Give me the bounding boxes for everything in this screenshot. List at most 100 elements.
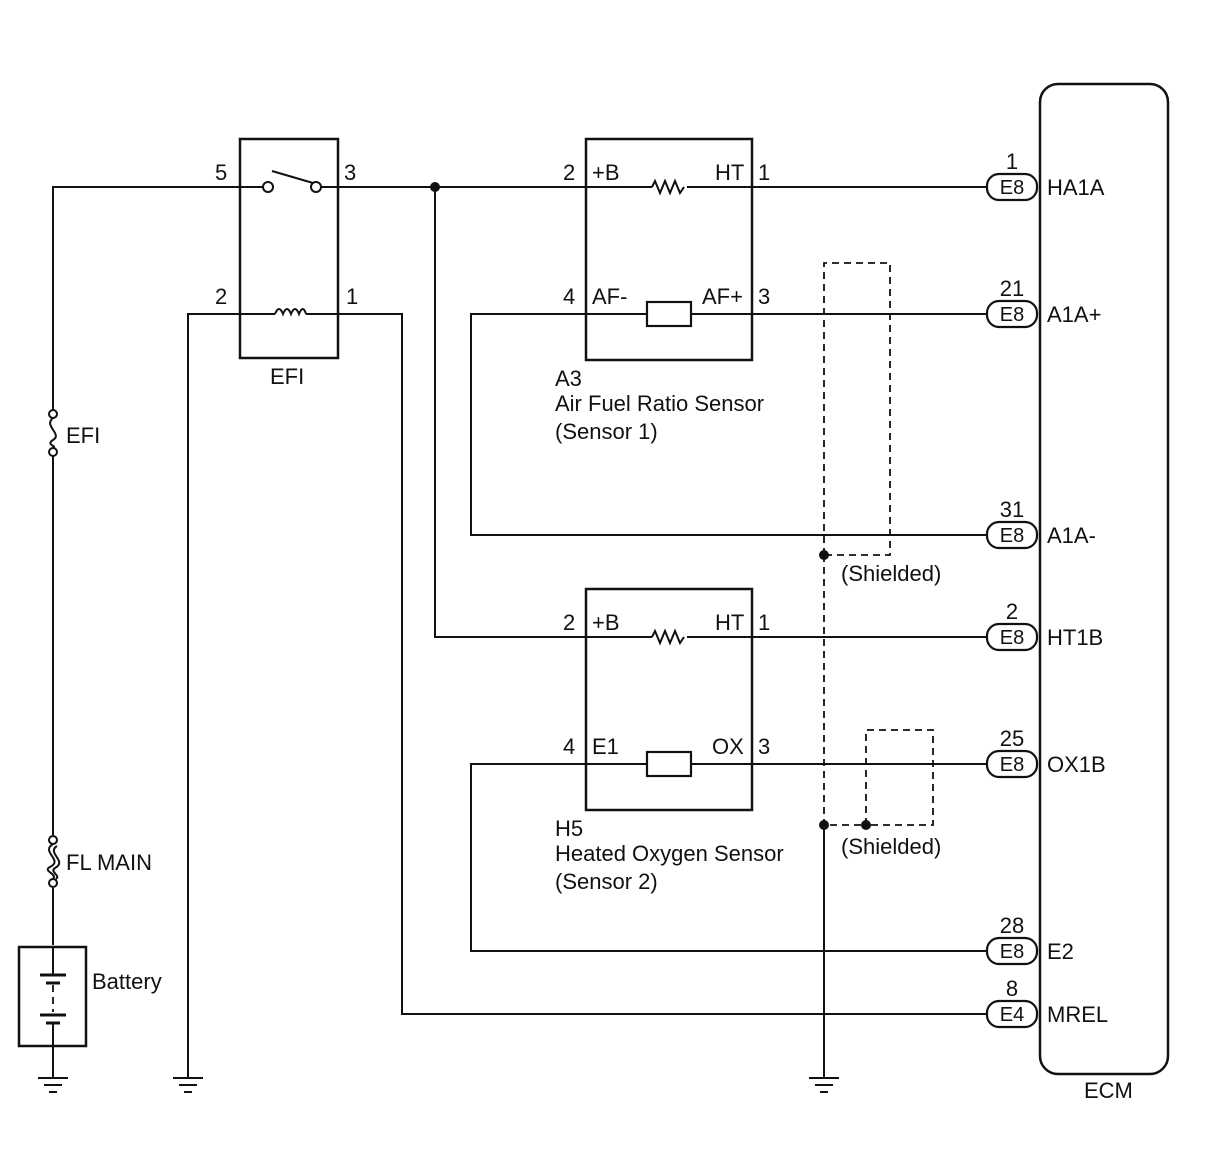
ecm-terminals: E81HA1AE821A1A+E831A1A-E82HT1BE825OX1BE8… [985,149,1108,1029]
wire-a1a-minus [470,313,988,536]
switch-arm [271,170,314,184]
fuse-terminal [48,409,58,419]
sensor-element-icon [645,750,693,778]
terminal-signal-name: OX1B [1047,752,1106,777]
shield-drain [823,555,866,826]
terminal-pin-number: 31 [1000,497,1024,522]
sensor1-term-pos: AF+ [702,284,743,309]
terminal-pin-number: 25 [1000,726,1024,751]
wire-relay-out [338,186,586,638]
sensor2-box [584,587,754,812]
ecm-box [1038,82,1170,1076]
connector-id: E8 [1000,525,1024,547]
ground-icon [38,1077,68,1093]
sensor2-term-neg: E1 [592,734,619,759]
junction-dot [430,182,440,192]
shield-label: (Shielded) [841,561,941,586]
sensor1-term-neg: AF- [592,284,627,309]
connector-pill [985,622,1039,652]
efi-relay [238,137,340,360]
relay-box [238,137,340,360]
relay-pin: 1 [346,284,358,309]
switch-contact [262,181,274,193]
fuse-terminal [48,835,58,845]
ecm-label: ECM [1084,1078,1133,1103]
terminal-pin-number: 8 [1006,976,1018,1001]
terminal-signal-name: HA1A [1047,175,1105,200]
fuse-label-fl-main: FL MAIN [66,850,152,875]
fuse-terminal [48,447,58,457]
connector-id: E8 [1000,304,1024,326]
connector-id: E8 [1000,941,1024,963]
sensor1-pin: 3 [758,284,770,309]
sensor1-pin: 1 [758,160,770,185]
battery-label: Battery [92,969,162,994]
shield-sensor1 [823,262,891,556]
connector-id: E8 [1000,627,1024,649]
relay-pin: 3 [344,160,356,185]
sensor1-air-fuel-ratio [584,137,754,362]
connector-id: E8 [1000,754,1024,776]
sensor1-term-b: +B [592,160,620,185]
connector-pill [985,172,1039,202]
terminal-pin-number: 2 [1006,599,1018,624]
wires [52,186,988,1078]
sensor2-heated-oxygen [584,587,754,812]
fuse-icon [49,417,57,449]
sensor1-box [584,137,754,362]
sensor2-name: Heated Oxygen Sensor [555,841,784,866]
sensor2-pin: 1 [758,610,770,635]
sensor2-pin: 2 [563,610,575,635]
sensor1-sub: (Sensor 1) [555,419,658,444]
shield-label: (Shielded) [841,834,941,859]
shield-sensor2 [865,729,934,826]
heater-resistor-icon [651,628,685,646]
sensor2-pin: 4 [563,734,575,759]
sensor2-term-pos: OX [712,734,744,759]
wire-battery-feed [52,186,240,945]
sensor2-code: H5 [555,816,583,841]
connector-pill [985,936,1039,966]
wire-e2 [470,763,988,952]
relay-pin: 5 [215,160,227,185]
connector-id: E8 [1000,177,1024,199]
wire-mrel [338,313,988,1015]
ground-icon [173,1077,203,1093]
connector-pill [985,749,1039,779]
fuse-terminal [48,878,58,888]
fuse-efi [48,409,58,457]
terminal-signal-name: MREL [1047,1002,1108,1027]
sensor2-pin: 3 [758,734,770,759]
sensor-element-icon [645,300,693,328]
wire-relay-coil-ground [187,313,240,1078]
battery [17,945,88,1048]
terminal-signal-name: A1A- [1047,523,1096,548]
terminal-pin-number: 28 [1000,913,1024,938]
sensor2-sub: (Sensor 2) [555,869,658,894]
terminal-signal-name: E2 [1047,939,1074,964]
sensor2-term-ht: HT [715,610,744,635]
coil-icon [274,308,307,317]
relay-label: EFI [270,364,304,389]
fuse-label-efi: EFI [66,423,100,448]
fuse-icon [52,845,61,880]
relay-pin: 2 [215,284,227,309]
sensor2-term-b: +B [592,610,620,635]
connector-pill [985,299,1039,329]
heater-resistor-icon [651,178,685,196]
connector-id: E4 [1000,1004,1024,1026]
fuse-fl-main [46,835,61,888]
terminal-signal-name: HT1B [1047,625,1103,650]
connector-pill [985,999,1039,1029]
shield-lines [823,262,934,826]
sensor1-pin: 4 [563,284,575,309]
ground-icon [809,1077,839,1093]
